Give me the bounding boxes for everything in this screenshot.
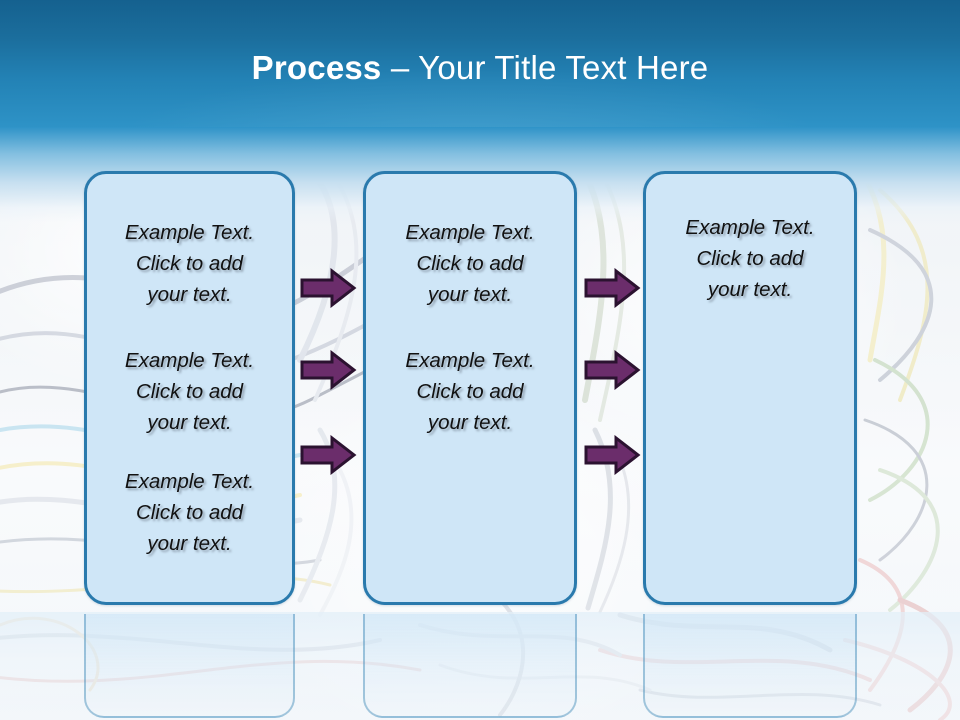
page-title-rest: – Your Title Text Here	[381, 49, 709, 86]
process-box-2-text-2[interactable]: Example Text. Click to add your text.	[405, 349, 535, 434]
process-box-3[interactable]: Example Text. Click to add your text.	[643, 171, 857, 605]
process-box-2-text-1[interactable]: Example Text. Click to add your text.	[405, 221, 535, 306]
process-box-3-text-1[interactable]: Example Text. Click to add your text.	[685, 216, 815, 301]
right-arrow-icon[interactable]	[583, 268, 641, 308]
right-arrow-icon[interactable]	[583, 435, 641, 475]
header-band	[0, 0, 960, 128]
process-box-2-reflection	[363, 614, 577, 718]
process-box-3-reflection	[643, 614, 857, 718]
right-arrow-icon[interactable]	[299, 435, 357, 475]
right-arrow-icon[interactable]	[299, 268, 357, 308]
process-box-1-reflection	[84, 614, 295, 718]
process-box-1-text-1[interactable]: Example Text. Click to add your text.	[124, 221, 255, 306]
right-arrow-icon[interactable]	[299, 350, 357, 390]
process-box-1-text-2[interactable]: Example Text. Click to add your text.	[124, 349, 255, 434]
process-box-1-text-3[interactable]: Example Text. Click to add your text.	[124, 470, 255, 555]
right-arrow-icon[interactable]	[583, 350, 641, 390]
page-title: Process – Your Title Text Here	[0, 48, 960, 88]
header-glow	[0, 0, 960, 128]
process-box-1[interactable]: Example Text. Click to add your text. Ex…	[84, 171, 295, 605]
process-box-2[interactable]: Example Text. Click to add your text. Ex…	[363, 171, 577, 605]
page-title-strong: Process	[251, 49, 382, 86]
